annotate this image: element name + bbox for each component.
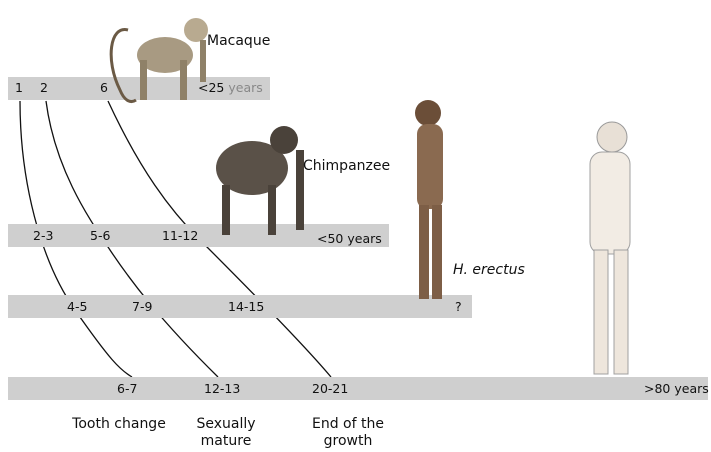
human-end-of-growth: 20-21	[312, 381, 348, 397]
legend-sexually-mature: Sexually mature	[188, 416, 264, 450]
legend-tooth-change: Tooth change	[64, 416, 174, 433]
human-lifespan: >80 years	[644, 381, 709, 397]
human-tooth-change: 6-7	[117, 381, 137, 397]
human-sexual-maturity: 12-13	[204, 381, 240, 397]
legend-end-of-growth: End of the growth	[300, 416, 396, 450]
